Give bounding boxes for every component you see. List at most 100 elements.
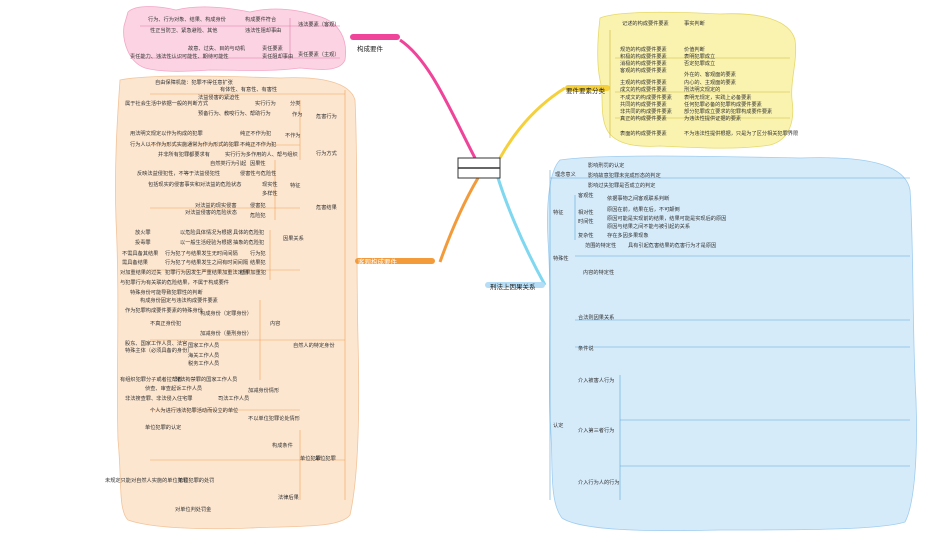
blue-item-7: 时间性: [578, 219, 594, 225]
blue-item-8: 依据事物之间客观联系判断: [607, 196, 670, 202]
peach-item-30: 以一般生活经验为根据: [180, 240, 232, 246]
peach-item-33: 行为犯了与结果发生无时间间隔: [165, 251, 238, 257]
peach-item-59: 加减身份情形: [248, 388, 280, 394]
peach-item-60: 个人为进行违法犯罪活动而设立的单位: [150, 408, 239, 414]
peach-item-55: 非法拘禁罪的国家工作人员: [175, 377, 238, 383]
pink-item-5: 责任要素: [262, 46, 283, 52]
peach-item-65: 未规定只能对自然人实施的单位犯罪: [105, 478, 189, 484]
peach-item-45: 构成身份（定罪身份）: [200, 311, 252, 317]
peach-group-content: 内容: [270, 321, 281, 327]
yellow-item-8: 客观的构成要件要素: [620, 68, 667, 74]
peach-item-24: 侵害犯: [250, 203, 266, 209]
peach-item-21: 多样性: [262, 191, 278, 197]
peach-item-36: 行为犯了与结果发生之间有时间间隔: [165, 260, 249, 266]
peach-item-16: 反映法益侵犯性，不等于法益侵犯性: [137, 171, 221, 177]
peach-item-46: 不真正身份犯: [150, 321, 182, 327]
pink-item-6: 责任能力、违法性认识可能性、期待可能性: [130, 54, 229, 60]
peach-item-48: 股东、国家工作人员、法官: [125, 341, 188, 347]
yellow-item-1: 事实判断: [684, 21, 705, 27]
blue-item-6: 相对性: [578, 210, 594, 216]
blue-item-11: 原因与结果之间不能与被引起的关系: [607, 224, 691, 230]
peach-item-50: 国家工作人员: [188, 343, 220, 349]
peach-group-causation: 因果关系: [283, 236, 304, 242]
yellow-item-5: 表明犯罪成立: [684, 54, 716, 60]
peach-item-22: 对法益的现实侵害: [195, 203, 237, 209]
yellow-item-19: 部分犯罪成立要求的犯罪构成要件要素: [684, 109, 773, 115]
yellow-item-16: 共同的构成要件要素: [620, 102, 667, 108]
pink-item-3: 违法性阻却事由: [245, 28, 282, 34]
blue-item-2: 影响故意犯罪未完成形态的判定: [588, 173, 661, 179]
blue-item-5: 客观性: [578, 193, 594, 199]
peach-item-44: 作为犯罪构成要件要素的特殊身份: [125, 308, 203, 314]
peach-item-8: 纯正不作为犯: [240, 131, 272, 137]
blue-cloud: [547, 155, 917, 532]
peach-item-6: 预备行为、教唆行为、帮助行为: [198, 111, 271, 117]
peach-item-49: 特殊主体（必须具备的身份）: [125, 348, 193, 354]
yellow-item-17: 任何犯罪必备的犯罪构成要件要素: [684, 102, 762, 108]
yellow-item-0: 记述的构成要件要素: [622, 21, 669, 27]
peach-item-10: 不纯正不作为犯: [240, 142, 277, 148]
peach-item-41: 与犯罪行为有关联的危险结果，不属于构成要件: [120, 280, 229, 286]
yellow-item-10: 主观的构成要件要素: [620, 80, 667, 86]
peach-item-38: 对加重结果的过失: [120, 270, 162, 276]
peach-item-7: 用法明文规定以作为构成的犯罪: [130, 131, 203, 137]
yellow-cloud: [597, 11, 797, 149]
peach-item-32: 不需具备其结果: [122, 251, 159, 257]
yellow-item-11: 内心的、主观面的要素: [684, 80, 736, 86]
peach-item-27: 以危险具体情况为根据: [180, 230, 232, 236]
peach-item-66: 单位犯罪的处罚: [178, 478, 215, 484]
peach-item-19: 现实性: [262, 182, 278, 188]
peach-item-51: 海关工作人员: [188, 353, 220, 359]
peach-item-31: 抽象的危险犯: [233, 240, 265, 246]
pink-sub2: 责任要素（主观）: [298, 52, 340, 58]
top-left-label[interactable]: 构成要件: [357, 45, 383, 53]
yellow-item-13: 刑法明文规定的: [684, 87, 721, 93]
blue-item-15: 特殊性: [553, 256, 569, 262]
peach-item-40: 结果加重犯: [240, 270, 266, 276]
peach-item-53: 自然人的特定身份: [293, 343, 335, 349]
peach-item-43: 构成身份固定与违法构成要件要素: [140, 298, 218, 304]
peach-item-34: 行为犯: [250, 251, 266, 257]
peach-item-11: 并非所有犯罪都要求有: [158, 152, 210, 158]
top-right-label[interactable]: 要件要素分类: [566, 87, 605, 95]
peach-item-0: 自由保障机能：犯罪不得任意扩张: [155, 80, 233, 86]
blue-item-23: 介入第三者行为: [578, 428, 615, 434]
peach-item-4: 实行行为: [255, 101, 276, 107]
peach-item-9: 行为人以不作为形式实施通常为作为形式的犯罪: [130, 142, 239, 148]
peach-group-classification: 分类: [290, 101, 301, 107]
peach-item-63: 构成条件: [272, 443, 293, 449]
peach-item-39: 犯罪行为因发生严重结果加重法定刑: [165, 270, 249, 276]
left-label[interactable]: 客观构成要件: [358, 258, 397, 266]
yellow-item-9: 外在的、客观面的要素: [684, 72, 736, 78]
pink-item-2: 性正当防卫、紧急避险、其他: [150, 28, 218, 34]
peach-item-28: 具体的危险犯: [233, 230, 265, 236]
peach-item-67: 法律后果: [278, 495, 299, 501]
peach-item-14: 自然类行为引起: [210, 161, 247, 167]
peach-item-1: 有体性、有意性、有害性: [220, 87, 278, 93]
right-label[interactable]: 刑法上因果关系: [490, 283, 536, 291]
connector-yellow: [498, 86, 566, 159]
blue-item-19: 条件说: [578, 346, 594, 352]
yellow-item-6: 消极的构成要件要素: [620, 61, 667, 67]
yellow-item-23: 不为违法性提供根据，只是为了区分相关犯罪界限: [684, 131, 799, 137]
peach-item-64: 单位犯罪: [300, 456, 321, 462]
peach-item-52: 税务工作人员: [188, 361, 220, 367]
peach-item-18: 包括现实的侵害事实和对法益的危险状态: [148, 182, 242, 188]
connector-pink: [399, 38, 477, 159]
yellow-item-4: 积极的构成要件要素: [620, 54, 667, 60]
peach-cloud: [115, 75, 360, 530]
blue-item-20: 合法则因果关系: [578, 315, 615, 321]
peach-item-62: 单位犯罪的认定: [145, 425, 182, 431]
peach-item-57: 非法搜查罪、非法侵入住宅罪: [125, 396, 193, 402]
yellow-item-14: 不成文的构成要件要素: [620, 95, 672, 101]
connector-blue: [496, 177, 547, 286]
peach-item-47: 加减身份（量刑身份）: [200, 331, 252, 337]
peach-item-3: 属于社会生活中依据一般的判断方式: [125, 101, 209, 107]
yellow-item-20: 真正的构成要件要素: [620, 116, 667, 122]
yellow-item-21: 为违法性提供证据的要素: [684, 116, 742, 122]
yellow-item-12: 成文的构成要件要素: [620, 87, 667, 93]
yellow-item-18: 非共同的构成要件要素: [620, 109, 672, 115]
connector-orange: [438, 177, 480, 263]
peach-item-54: 有组织犯罪分子或者拉帮者: [120, 377, 183, 383]
